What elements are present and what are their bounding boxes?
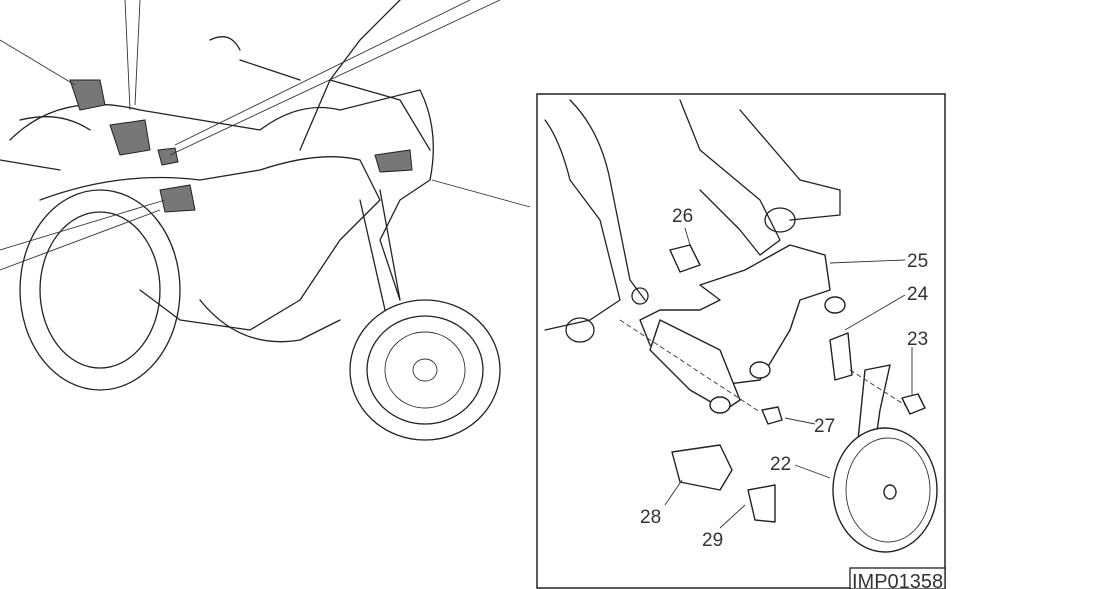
callout-27: 27 bbox=[814, 416, 835, 437]
callout-28: 28 bbox=[640, 507, 661, 528]
figure-code: IMP01358 bbox=[852, 571, 943, 589]
detail-drawing bbox=[544, 99, 938, 553]
callout-24: 24 bbox=[907, 284, 929, 305]
figure-code-box bbox=[849, 567, 946, 589]
detail-frame bbox=[536, 93, 946, 589]
callout-22: 22 bbox=[770, 454, 791, 475]
callout-26: 26 bbox=[672, 206, 693, 227]
motorcycle-overview bbox=[0, 0, 531, 441]
callout-29: 29 bbox=[702, 530, 723, 551]
callout-25: 25 bbox=[907, 251, 928, 272]
callout-23: 23 bbox=[907, 329, 928, 350]
